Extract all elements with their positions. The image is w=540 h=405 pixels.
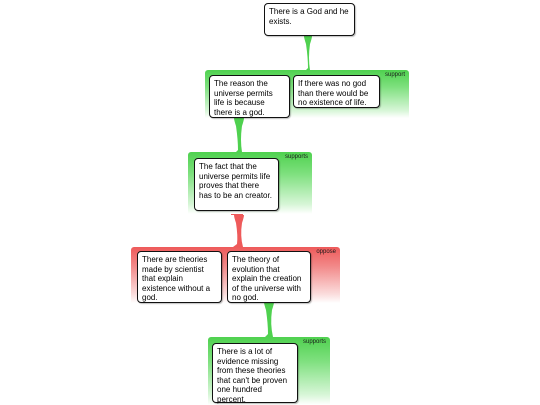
group-label-support: support [384, 72, 405, 78]
no-god-node[interactable]: If there was no god than there would be … [293, 75, 380, 108]
reason-text: The reason the universe permits life is … [214, 79, 273, 117]
group-label-supports: supports [302, 339, 326, 345]
evolution-text: The theory of evolution that explain the… [232, 255, 302, 302]
claim-text: There is a God and he exists. [269, 7, 349, 26]
connector-reason-to-group2 [234, 118, 244, 152]
evidence-text: There is a lot of evidence missing from … [217, 347, 288, 404]
theories-node[interactable]: There are theories made by scientist tha… [137, 251, 222, 303]
evolution-node[interactable]: The theory of evolution that explain the… [227, 251, 311, 303]
connector-evolution-to-group4 [264, 302, 274, 337]
theories-text: There are theories made by scientist tha… [142, 255, 211, 302]
no-god-text: If there was no god than there would be … [298, 79, 369, 107]
creator-node[interactable]: The fact that the universe permits life … [194, 158, 279, 211]
evidence-node[interactable]: There is a lot of evidence missing from … [212, 343, 298, 404]
group-label-oppose: oppose [316, 249, 336, 255]
reason-node[interactable]: The reason the universe permits life is … [209, 75, 290, 118]
claim-node[interactable]: There is a God and he exists. [264, 3, 355, 36]
connector-creator-to-group3 [233, 215, 244, 247]
connector-claim-to-group1 [304, 36, 312, 70]
group-label-supports: supports [284, 154, 308, 160]
creator-text: The fact that the universe permits life … [199, 162, 272, 200]
